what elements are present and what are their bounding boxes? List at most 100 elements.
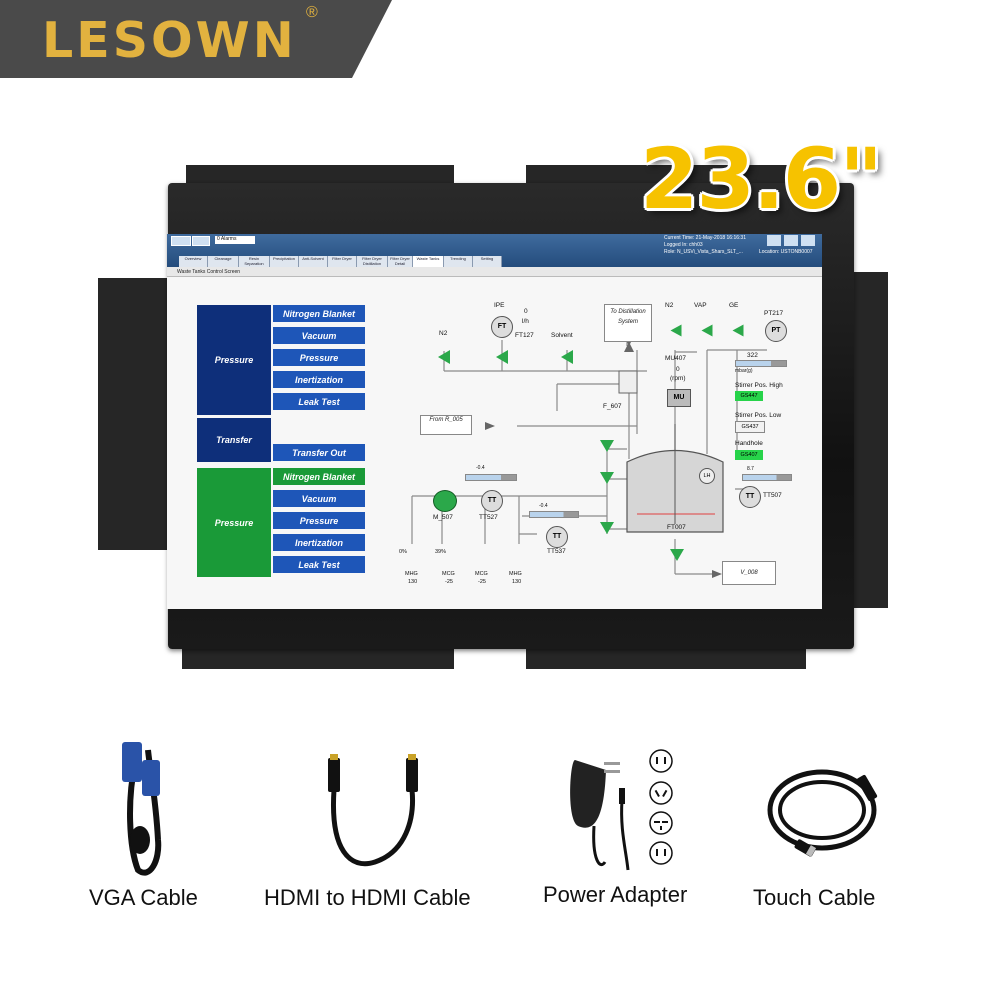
pct39-label: 39% [435,549,447,555]
tab-resin-separation[interactable]: Resin Separation [239,256,270,267]
bottom-bracket-left [182,647,454,669]
tt537-label: TT537 [547,548,566,555]
tab-trending[interactable]: Trending [444,256,473,267]
from-r005-box[interactable]: From R_005 [420,415,472,435]
green-pressure-group-title: Pressure [197,468,271,577]
registered-mark: ® [306,4,318,21]
flow-transmitter[interactable]: FT [491,316,513,338]
hmi-tool-icon-1[interactable] [767,235,781,246]
mcg1-label: MCG [442,571,455,577]
top-bracket-right [526,165,796,185]
brand-banner: LESOWN ® [0,0,392,78]
power-adapter-label: Power Adapter [543,882,688,907]
temp-transmitter-tt537[interactable]: TT [546,526,568,548]
vacuum-button[interactable]: Vacuum [273,327,365,344]
mcg1-value: -25 [445,579,453,585]
tab-anti-solvent[interactable]: Anti-Solvent [299,256,328,267]
leak-test-button[interactable]: Leak Test [273,393,365,410]
tab-filter-dryer-distillation[interactable]: Filter Dryer Distillation [357,256,388,267]
vga-cable-label: VGA Cable [89,885,198,910]
mhg2-label: MHG [509,571,522,577]
temp-transmitter-tt507[interactable]: TT [739,486,761,508]
hmi-header: 0 Alarms Current Time: 21-May-2018 16:16… [167,234,822,267]
green-inertization-button[interactable]: Inertization [273,534,365,551]
pt217-label: PT217 [764,310,784,317]
valve-ge[interactable] [732,324,744,337]
flow-value: 0 [524,308,528,315]
transfer-out-button[interactable]: Transfer Out [273,444,365,461]
monitor-screen[interactable]: 0 Alarms Current Time: 21-May-2018 16:16… [167,234,822,609]
vga-cable-icon [122,742,162,876]
screen-title: Waste Tanks Control Screen [167,267,822,277]
hmi-tool-icon-2[interactable] [784,235,798,246]
hmi-tool-icon-3[interactable] [801,235,815,246]
vap-label: VAP [694,302,707,309]
tab-waste-tanks[interactable]: Waste Tanks [413,256,444,267]
gs437-badge: GS437 [735,421,765,433]
tab-overview[interactable]: Overview [179,256,208,267]
touch-cable-label: Touch Cable [753,885,876,910]
screen-size-badge: 23.6" [640,130,883,228]
handhole-label: Handhole [735,440,763,447]
to-distillation-box[interactable]: To Distillation System [604,304,652,342]
level-indicator-lh[interactable]: LH [699,468,715,484]
temp-bar-3 [742,474,792,481]
valve-n2[interactable] [438,350,450,364]
valve-transfer-2[interactable] [600,472,614,484]
ge-label: GE [729,302,739,309]
tab-precipitation[interactable]: Precipitation [270,256,299,267]
banner-background [0,0,392,78]
tab-filter-dryer[interactable]: Filter Dryer [328,256,357,267]
right-bracket [852,272,888,608]
valve-transfer-3[interactable] [600,522,614,534]
green-nitrogen-blanket-button[interactable]: Nitrogen Blanket [273,468,365,485]
f607-label: F_607 [603,403,622,410]
v008-v009-box[interactable]: V_008 [722,561,776,585]
stirrer-motor[interactable]: MU [667,389,691,407]
home-icon[interactable] [171,236,191,246]
logged-in-user: Logged In: chh03 [664,242,703,248]
temp-transmitter-tt527[interactable]: TT [481,490,503,512]
valve-ipe[interactable] [496,350,508,364]
flow-unit: l/h [522,318,529,325]
valve-bottom[interactable] [670,549,684,561]
tab-filter-dryer-detail[interactable]: Filter Dryer Detail [388,256,413,267]
pressure-transmitter-pt217[interactable]: PT [765,320,787,342]
usb-cable-icon [767,769,878,857]
info-icon[interactable] [192,236,210,246]
temp-bar-1 [465,474,517,481]
stirrer-high-label: Stirrer Pos. High [735,382,783,389]
valve-vap[interactable] [701,324,713,337]
m507-label: M_507 [433,514,453,521]
valve-transfer-1[interactable] [600,440,614,452]
location: Location: USTONB0007 [759,249,813,255]
transfer-group-title: Transfer [197,418,271,462]
mu-value: 0 [676,366,680,373]
pressure-button[interactable]: Pressure [273,349,365,366]
mcg2-value: -25 [478,579,486,585]
inertization-button[interactable]: Inertization [273,371,365,388]
hdmi-cable-label: HDMI to HDMI Cable [264,885,471,910]
mu-unit: (rpm) [670,375,686,382]
bottom-bracket-right [526,647,806,669]
val322-label: 322 [747,352,758,359]
green-vacuum-button[interactable]: Vacuum [273,490,365,507]
nitrogen-blanket-button[interactable]: Nitrogen Blanket [273,305,365,322]
alarms-indicator[interactable]: 0 Alarms [215,236,255,244]
mhg2-value: 130 [512,579,522,585]
green-pressure-button[interactable]: Pressure [273,512,365,529]
mhg1-value: 130 [408,579,418,585]
tab-cleanage[interactable]: Cleanage [208,256,239,267]
current-time: Current Time: 21-May-2018 16:16:31 [664,235,746,241]
top-bracket-left [186,165,454,185]
ft127-label: FT127 [515,332,534,339]
green-leak-test-button[interactable]: Leak Test [273,556,365,573]
process-diagram [411,334,767,578]
valve-n2-b[interactable] [670,324,682,337]
power-adapter-icon [570,749,673,871]
pump-m507[interactable] [433,490,457,512]
mcg2-label: MCG [475,571,488,577]
valve-solvent[interactable] [561,350,573,364]
gs407-badge: GS407 [735,450,763,460]
tab-setting[interactable]: Setting [473,256,502,267]
